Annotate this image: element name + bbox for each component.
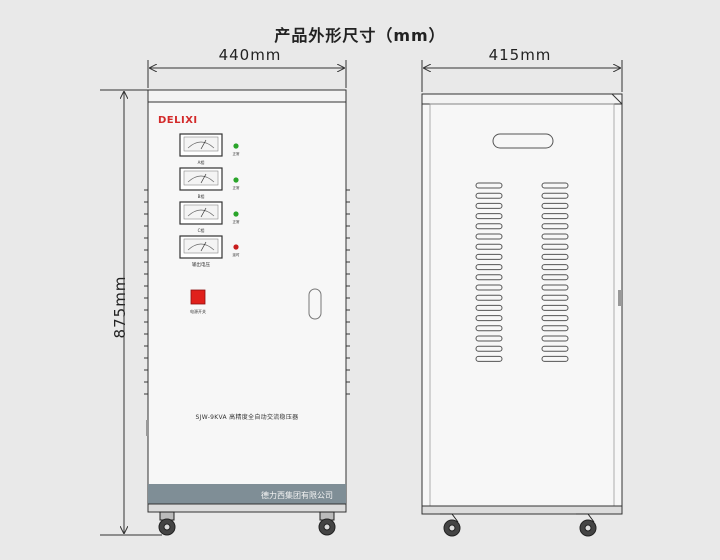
company-name: 德力西集团有限公司 — [261, 490, 333, 500]
vent-slot — [541, 304, 569, 311]
vent-slot — [541, 264, 569, 271]
caster-front-left — [158, 511, 176, 536]
vent-slot — [541, 335, 569, 342]
indicator-label-c: 正常 — [233, 219, 240, 224]
vent-slot — [475, 294, 503, 301]
vent-slot — [475, 335, 503, 342]
led-c — [233, 211, 239, 217]
meter-b — [179, 167, 223, 191]
meter-a — [179, 133, 223, 157]
switch-label: 电源开关 — [190, 308, 206, 314]
meter-label-output: 输出电压 — [192, 261, 210, 268]
vent-slot — [541, 223, 569, 230]
vent-slot — [475, 202, 503, 209]
vent-slot — [475, 274, 503, 281]
vent-slot — [475, 243, 503, 250]
vent-slot — [541, 345, 569, 352]
meter-label-c: C相 — [198, 227, 205, 233]
brand-logo: DELIXI — [158, 115, 198, 126]
meter-label-a: A相 — [198, 159, 205, 165]
led-delay — [233, 244, 239, 250]
vent-slot — [541, 315, 569, 322]
power-switch — [190, 289, 206, 305]
vent-slot — [541, 284, 569, 291]
vent-slot — [475, 284, 503, 291]
vent-slot — [475, 345, 503, 352]
vent-slot — [475, 223, 503, 230]
depth-dimension-line — [421, 60, 623, 92]
led-b — [233, 177, 239, 183]
indicator-label-b: 正常 — [233, 185, 240, 190]
vent-slot — [475, 315, 503, 322]
vent-slot — [541, 233, 569, 240]
width-dimension-line — [147, 60, 347, 88]
side-handle-slot — [492, 133, 554, 149]
front-width-label: 440mm — [218, 46, 282, 64]
vent-slot — [541, 192, 569, 199]
vent-slot — [541, 274, 569, 281]
led-a — [233, 143, 239, 149]
meter-output — [179, 235, 223, 259]
side-vents — [475, 182, 569, 362]
vent-slot — [475, 304, 503, 311]
vent-slot — [541, 202, 569, 209]
vent-slot — [541, 213, 569, 220]
side-depth-label: 415mm — [488, 46, 552, 64]
meter-c — [179, 201, 223, 225]
vent-slot — [475, 233, 503, 240]
vent-slot — [541, 325, 569, 332]
indicator-label-delay: 延时 — [233, 252, 240, 257]
vent-slot — [475, 355, 503, 362]
height-dimension-line — [100, 89, 162, 536]
side-cabinet — [421, 93, 623, 515]
caster-side-right — [576, 513, 597, 537]
vent-slot — [475, 213, 503, 220]
indicator-label-a: 正常 — [233, 151, 240, 156]
front-cabinet — [144, 89, 350, 513]
company-band — [148, 484, 346, 504]
vent-slot — [475, 182, 503, 189]
vent-slot — [475, 192, 503, 199]
vent-slot — [475, 253, 503, 260]
meter-label-b: B相 — [198, 193, 205, 199]
caster-side-left — [440, 513, 461, 537]
vent-slot — [541, 182, 569, 189]
vent-slot — [541, 294, 569, 301]
vent-slot — [475, 325, 503, 332]
vent-slot — [541, 253, 569, 260]
vent-slot — [541, 355, 569, 362]
door-handle — [308, 288, 322, 320]
caster-front-right — [318, 511, 336, 536]
model-line: SJW-9KVA 高精度全自动交流稳压器 — [196, 413, 299, 421]
vent-slot — [541, 243, 569, 250]
diagram-title: 产品外形尺寸（mm） — [274, 26, 446, 45]
vent-slot — [475, 264, 503, 271]
